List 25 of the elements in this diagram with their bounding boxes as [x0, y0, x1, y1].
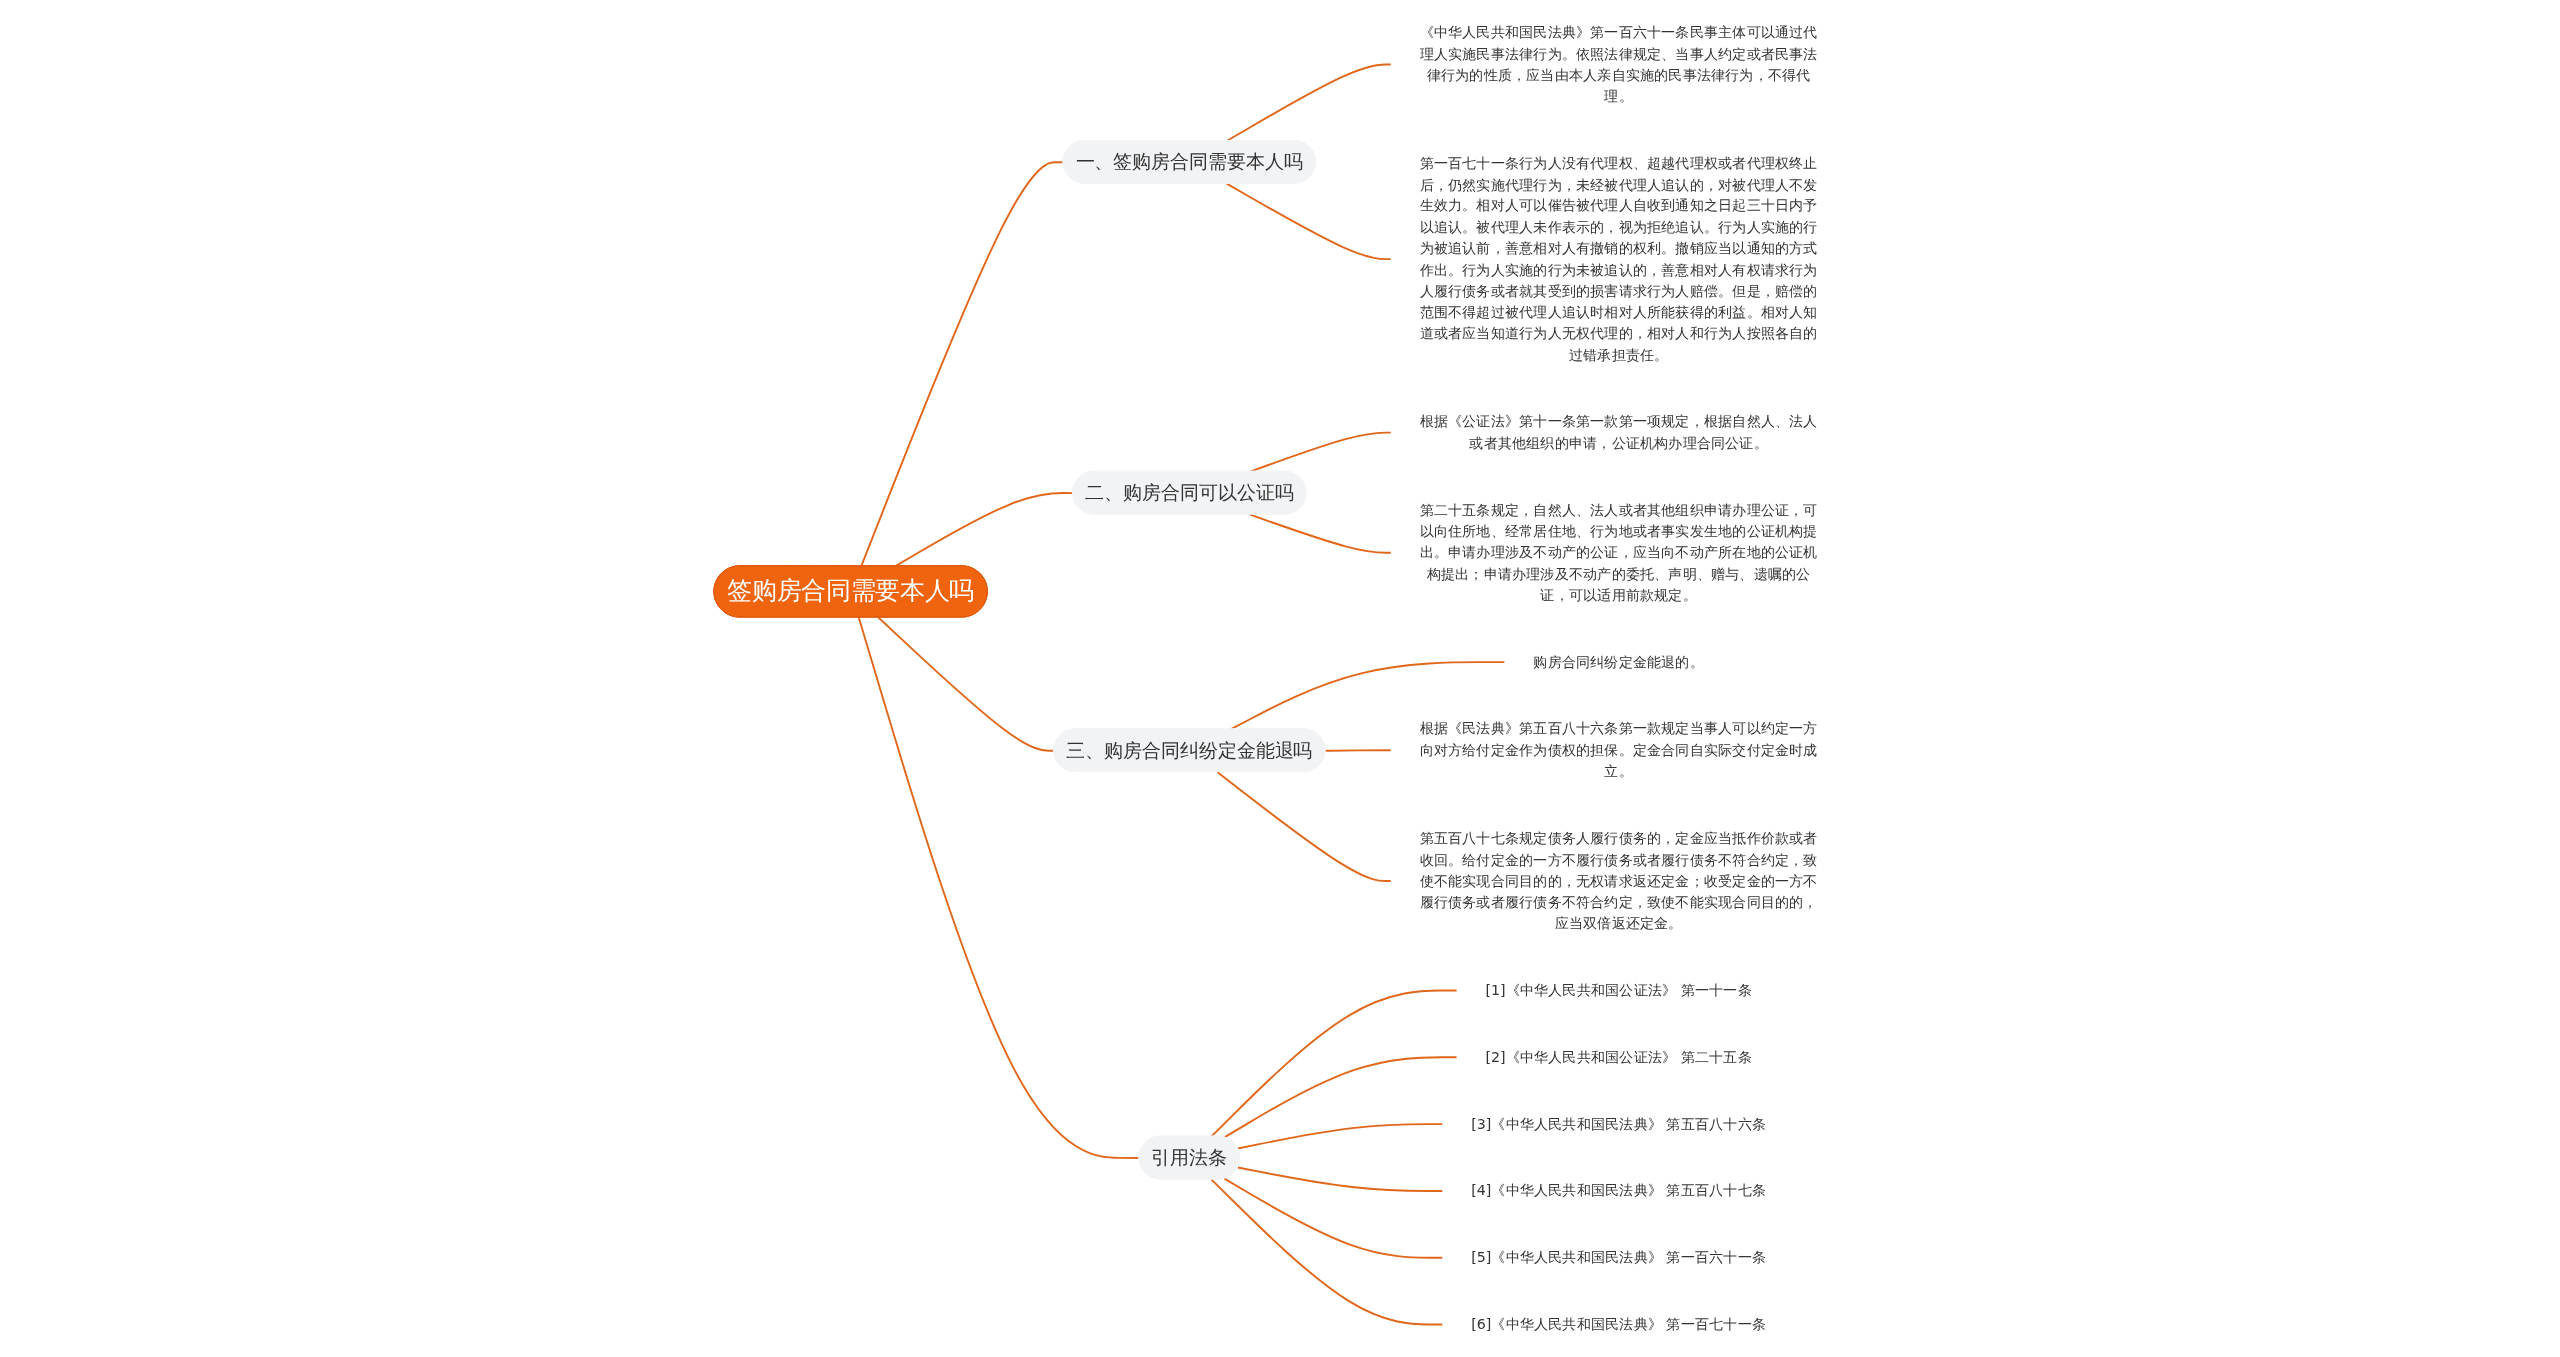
node-text: [1]《中华人民共和国公证法》 第一十一条	[1485, 981, 1752, 999]
connector	[1236, 1123, 1444, 1150]
connector	[857, 616, 1141, 1159]
connector	[1236, 1166, 1444, 1192]
node-text: 购房合同纠纷定金能退的。	[1533, 653, 1704, 671]
connector	[1210, 1178, 1444, 1326]
connector	[1216, 771, 1393, 882]
node-text: 第二十五条规定，自然人、法人或者其他组织申请办理公证，可以向住所地、经常居住地、行为地或者事实发生地的公证机构提出。申请办理涉及不动产的公证，应当向不动产所在地的公证机构提出；申请办理涉及不动产的委托、声明、赠与、遗嘱的公证，可以适用前款规定。	[1419, 501, 1818, 604]
node-text: 第一百七十一条行为人没有代理权、超越代理权或者代理权终止后，仍然实施代理行为，未经被代理人追认的，对被代理人不发生效力。相对人可以催告被代理人自收到通知之日起三十日内予以追认。被代理人未作表示的，视为拒绝追认。行为人实施的行为被追认前，善意相对人有撤销的权利。撤销应当以通知的方式作出。行为人实施的行为未被追认的，善意相对人有权请求行为人履行债务或者就其受到的损害请求行为人赔偿。但是，赔偿的范围不得超过被代理人追认时相对人所能获得的利益。相对人知道或者应当知道行为人无权代理的，相对人和行为人按照各自的过错承担责任。	[1419, 154, 1818, 364]
node-text: 《中华人民共和国民法典》第一百六十一条民事主体可以通过代理人实施民事法律行为。依照法律规定、当事人约定或者民事法律行为的性质，应当由本人亲自实施的民事法律行为，不得代理。	[1419, 23, 1818, 105]
connector	[1210, 989, 1458, 1138]
connector	[1223, 1056, 1458, 1139]
connector	[1225, 182, 1393, 261]
node-text: [4]《中华人民共和国民法典》 第五百八十七条	[1471, 1182, 1766, 1200]
node-text: [6]《中华人民共和国民法典》 第一百七十一条	[1471, 1315, 1766, 1333]
node-text: [5]《中华人民共和国民法典》 第一百六十一条	[1471, 1248, 1766, 1267]
node-text: 根据《民法典》第五百八十六条第一款规定当事人可以约定一方向对方给付定金作为债权的担保。定金合同自实际交付定金时成立。	[1419, 720, 1818, 780]
node-text: 第五百八十七条规定债务人履行债务的，定金应当抵作价款或者收回。给付定金的一方不履行债务或者履行债务不符合约定，致使不能实现合同目的的，无权请求返还定金；收受定金的一方不履行债务或者履行债务不符合约定，致使不能实现合同目的的，应当双倍返还定金。	[1419, 829, 1818, 932]
connector	[1248, 513, 1393, 554]
node-text: [2]《中华人民共和国公证法》 第二十五条	[1485, 1048, 1752, 1066]
connector	[1223, 1177, 1444, 1259]
node-text: [3]《中华人民共和国民法典》 第五百八十六条	[1471, 1115, 1766, 1133]
connector	[1324, 749, 1393, 752]
connector	[1225, 63, 1393, 142]
node-text: 根据《公证法》第十一条第一款第一项规定，根据自然人、法人或者其他组织的申请，公证机构办理合同公证。	[1419, 413, 1818, 452]
